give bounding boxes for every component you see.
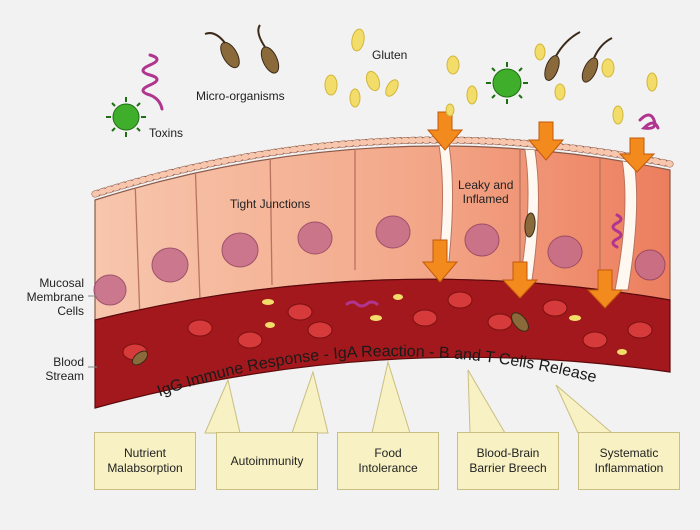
gluten-particles: [324, 28, 658, 125]
blood-stream-label: Blood Stream: [45, 355, 84, 383]
blood-stream: [94, 278, 671, 409]
label-leaders: [88, 295, 97, 368]
gluten-label: Gluten: [372, 48, 408, 62]
tight-junctions-label: Tight Junctions: [230, 197, 311, 211]
toxin-spirals: [141, 53, 660, 308]
callout-pointers: [204, 360, 614, 434]
outcome-autoimmunity: Autoimmunity: [216, 432, 318, 490]
mucosal-membrane-label: Mucosal Membrane Cells: [26, 276, 84, 318]
leak-arrows: [421, 111, 656, 309]
leaky-inflamed-label: Leaky and Inflamed: [458, 178, 514, 206]
toxins-label: Toxins: [149, 126, 184, 140]
virus-icon: [106, 62, 528, 137]
bacteria: [131, 24, 613, 366]
mucosal-cell-layer: [91, 136, 674, 321]
micro-organisms-label: Micro-organisms: [196, 89, 285, 103]
